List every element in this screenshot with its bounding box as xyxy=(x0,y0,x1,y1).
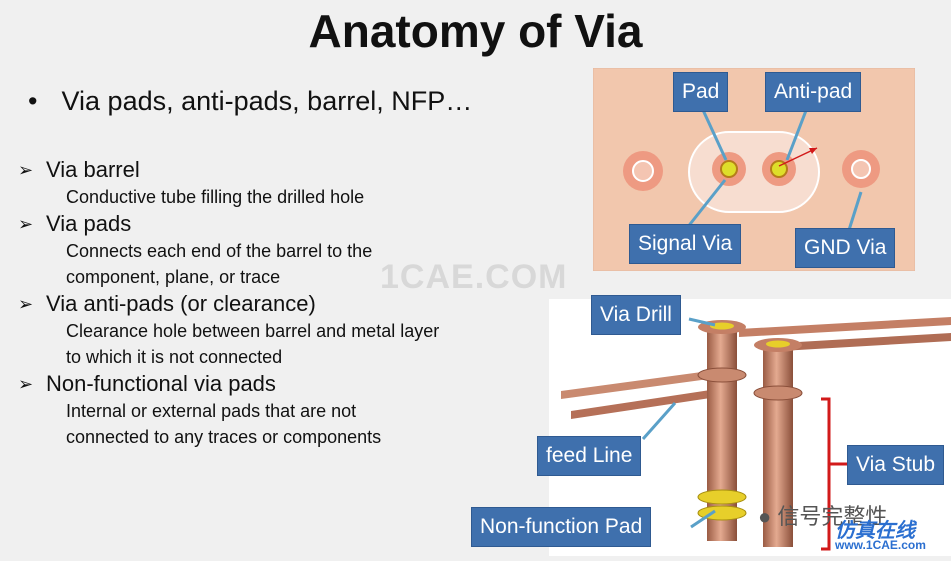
arrow-bullet-icon: ➢ xyxy=(18,374,34,394)
logo-text: 仿真在线 xyxy=(835,520,915,542)
item-heading: Via pads xyxy=(46,211,132,236)
via-drill-label: Via Drill xyxy=(591,295,681,335)
via-items-list: ➢ Via barrel Conductive tube filling the … xyxy=(18,156,538,450)
item-description: connected to any traces or components xyxy=(66,427,382,447)
item-description: component, plane, or trace xyxy=(66,267,281,287)
via-top-view-figure: Pad Anti-pad Signal Via GND Via xyxy=(592,67,916,272)
main-bullet: • Via pads, anti-pads, barrel, NFP… xyxy=(28,86,472,117)
gnd-via-label: GND Via xyxy=(795,228,896,268)
item-heading: Via barrel xyxy=(46,157,140,182)
main-bullet-text: Via pads, anti-pads, barrel, NFP… xyxy=(61,86,473,116)
item-heading: Non-functional via pads xyxy=(46,371,276,396)
wechat-watermark: ● 信号完整性 xyxy=(758,499,887,531)
signal-via-label: Signal Via xyxy=(629,224,742,264)
anti-pad-label: Anti-pad xyxy=(765,72,862,112)
item-description: Internal or external pads that are not xyxy=(66,401,357,421)
list-item: ➢ Via anti-pads (or clearance) Clearance … xyxy=(18,290,538,370)
list-item: ➢ Via pads Connects each end of the barre… xyxy=(18,210,538,290)
arrow-bullet-icon: ➢ xyxy=(18,214,34,234)
wechat-text: 信号完整性 xyxy=(777,504,888,529)
slide-title: Anatomy of Via xyxy=(308,5,643,57)
via-stub-label: Via Stub xyxy=(847,445,945,485)
wechat-icon: ● xyxy=(758,504,772,529)
pad-label: Pad xyxy=(673,72,729,112)
list-item: ➢ Via barrel Conductive tube filling the … xyxy=(18,156,538,210)
arrow-bullet-icon: ➢ xyxy=(18,160,34,180)
item-description: Connects each end of the barrel to the xyxy=(66,241,373,261)
item-description: Conductive tube filling the drilled hole xyxy=(66,187,365,207)
via-3d-figure: Via Drill feed Line Via Stub Non-functio… xyxy=(471,295,951,556)
item-description: to which it is not connected xyxy=(66,347,283,367)
bullet-marker: • xyxy=(28,86,38,116)
logo-url: www.1CAE.com xyxy=(835,538,926,552)
watermark-text: 1CAE.COM xyxy=(380,258,568,296)
item-heading: Via anti-pads (or clearance) xyxy=(46,291,316,316)
list-item: ➢ Non-functional via pads Internal or ext… xyxy=(18,370,538,450)
feed-line-label: feed Line xyxy=(537,436,642,476)
item-description: Clearance hole between barrel and metal … xyxy=(66,321,440,341)
non-function-pad-label: Non-function Pad xyxy=(471,507,652,547)
arrow-bullet-icon: ➢ xyxy=(18,294,34,314)
